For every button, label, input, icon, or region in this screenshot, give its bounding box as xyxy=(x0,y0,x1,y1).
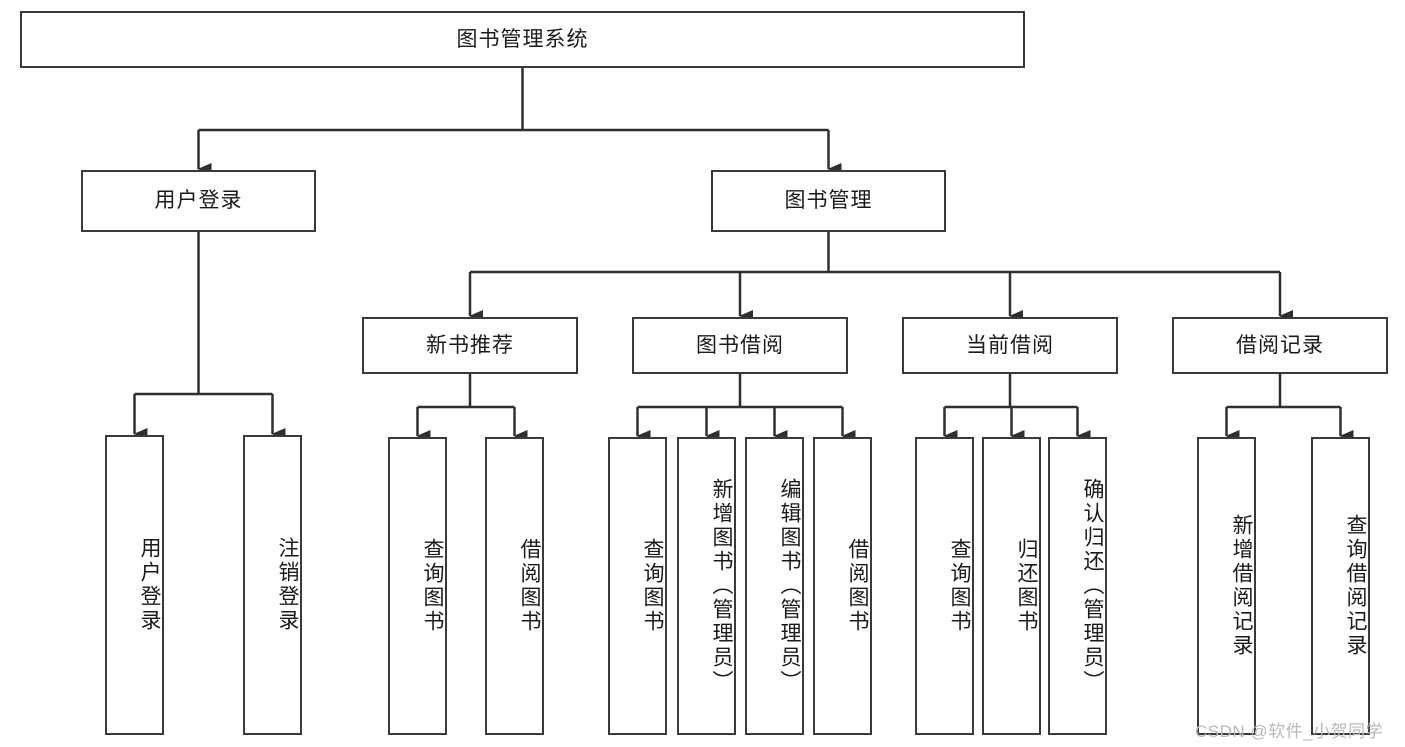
node-label: 新书推荐 xyxy=(426,333,514,357)
node-leaf-edit-book[interactable]: 编辑图书（管理员） xyxy=(745,437,804,735)
node-leaf-add-record[interactable]: 新增借阅记录 xyxy=(1197,437,1256,735)
node-label: 新增图书（管理员） xyxy=(710,478,733,694)
node-label: 用户登录 xyxy=(154,189,243,213)
node-book-borrow[interactable]: 图书借阅 xyxy=(632,317,848,374)
node-leaf-query-book-3[interactable]: 查询图书 xyxy=(915,437,974,735)
node-leaf-confirm-return[interactable]: 确认归还（管理员） xyxy=(1048,437,1107,735)
node-label: 新增借阅记录 xyxy=(1230,514,1253,658)
node-leaf-borrow-book-2[interactable]: 借阅图书 xyxy=(813,437,872,735)
node-label: 借阅图书 xyxy=(518,538,541,634)
node-label: 当前借阅 xyxy=(966,333,1054,357)
csdn-watermark: CSDN @软件_小贺同学 xyxy=(1195,722,1384,741)
node-book-manage[interactable]: 图书管理 xyxy=(711,170,946,232)
node-label: 图书管理 xyxy=(784,189,873,213)
node-current-borrow[interactable]: 当前借阅 xyxy=(902,317,1118,374)
node-label: 借阅图书 xyxy=(846,538,869,634)
node-leaf-user-login[interactable]: 用户登录 xyxy=(105,435,164,735)
node-label: 查询借阅记录 xyxy=(1344,514,1367,658)
node-label: 归还图书 xyxy=(1015,538,1038,634)
node-leaf-query-book-1[interactable]: 查询图书 xyxy=(388,437,447,735)
node-label: 图书管理系统 xyxy=(456,27,589,51)
node-label: 查询图书 xyxy=(421,538,444,634)
node-user-login[interactable]: 用户登录 xyxy=(81,170,316,232)
node-leaf-borrow-book-1[interactable]: 借阅图书 xyxy=(485,437,544,735)
node-label: 编辑图书（管理员） xyxy=(778,478,801,694)
node-leaf-return-book[interactable]: 归还图书 xyxy=(982,437,1041,735)
node-leaf-add-book[interactable]: 新增图书（管理员） xyxy=(677,437,736,735)
node-root[interactable]: 图书管理系统 xyxy=(20,11,1025,68)
node-label: 借阅记录 xyxy=(1236,333,1324,357)
node-label: 查询图书 xyxy=(948,538,971,634)
node-borrow-record[interactable]: 借阅记录 xyxy=(1172,317,1388,374)
node-label: 图书借阅 xyxy=(696,333,784,357)
node-leaf-query-record[interactable]: 查询借阅记录 xyxy=(1311,437,1370,735)
node-label: 查询图书 xyxy=(641,538,664,634)
node-leaf-logout[interactable]: 注销登录 xyxy=(243,435,302,735)
node-label: 用户登录 xyxy=(138,537,161,633)
node-label: 注销登录 xyxy=(276,537,299,633)
node-new-book-recommend[interactable]: 新书推荐 xyxy=(362,317,578,374)
node-leaf-query-book-2[interactable]: 查询图书 xyxy=(608,437,667,735)
node-label: 确认归还（管理员） xyxy=(1081,478,1104,694)
